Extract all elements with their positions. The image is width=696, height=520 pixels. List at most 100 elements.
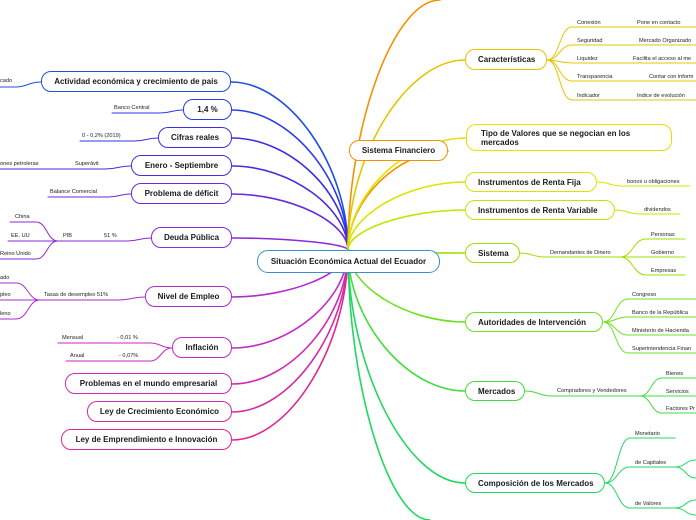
node-enero-septiembre[interactable]: Enero - Septiembre <box>131 155 232 176</box>
node-nivel-empleo[interactable]: Nivel de Empleo <box>145 286 232 307</box>
branch-line <box>347 249 431 520</box>
node-deuda-publica[interactable]: Deuda Pública <box>151 227 232 248</box>
detail-line <box>149 347 173 362</box>
node-inflacion[interactable]: Inflación <box>172 337 232 358</box>
detail-line <box>546 44 573 61</box>
detail-line <box>546 26 573 61</box>
node-ley-crecimiento[interactable]: Ley de Crecimiento Económico <box>87 401 232 422</box>
detail-label: Tasas de desempleo 51% <box>44 292 109 298</box>
node-label: Sistema Financiero <box>361 146 436 155</box>
detail-label: Reino Unido <box>0 251 31 257</box>
detail-line <box>159 109 184 114</box>
detail-line <box>15 299 41 320</box>
node-renta-fija[interactable]: Instrumentos de Renta Fija <box>465 172 597 192</box>
detail-line <box>14 81 42 88</box>
node-label: Cifras reales <box>170 133 220 142</box>
detail-line <box>604 466 631 484</box>
detail-label: PIB <box>63 233 73 239</box>
detail-line <box>107 193 132 198</box>
detail-line <box>35 240 59 260</box>
detail-label: Seguridad <box>577 38 603 44</box>
detail-label: Servicios <box>666 389 689 395</box>
branch-line <box>347 59 466 251</box>
detail-line <box>614 209 641 215</box>
detail-label: Mensual <box>62 335 84 341</box>
detail-label: cado <box>0 78 13 84</box>
node-label: 1,4 % <box>197 105 218 114</box>
detail-label: - 0,01 % <box>117 335 138 341</box>
central-topic[interactable]: Situación Económica Actual del Ecuador <box>257 250 440 273</box>
detail-label: Factores Pr <box>666 406 695 412</box>
detail-line <box>133 137 159 142</box>
node-label: Problema de déficit <box>144 189 219 198</box>
node-autoridades[interactable]: Autoridades de Intervención <box>465 312 603 332</box>
detail-line <box>15 282 41 301</box>
detail-label: Anual <box>70 353 85 359</box>
detail-label: Ministerio de Hacienda <box>632 328 689 334</box>
node-composicion[interactable]: Composición de los Mercados <box>465 473 605 493</box>
detail-line <box>639 395 663 414</box>
detail-label: Mercado Organizado <box>639 38 692 44</box>
branch-line <box>347 249 466 484</box>
node-ley-emprendimiento[interactable]: Ley de Emprendimiento e Innovación <box>61 429 232 450</box>
node-actividad-economica[interactable]: Actividad económica y crecimiento de paí… <box>41 71 231 92</box>
detail-label: Facilita el acceso al me <box>633 56 692 62</box>
node-label: Autoridades de Intervención <box>478 317 587 327</box>
detail-line <box>619 238 647 258</box>
branch-line <box>347 0 441 251</box>
detail-line <box>519 252 546 258</box>
node-label: Tipo de Valores que se negocian en los m… <box>481 128 631 147</box>
node-label: Problemas en el mundo empresarial <box>79 379 218 388</box>
branch-line <box>347 137 467 251</box>
detail-label: Superintendencia Finan <box>632 346 692 352</box>
detail-line <box>546 59 573 101</box>
detail-label: dividendos <box>644 207 671 213</box>
node-problemas-empresarial[interactable]: Problemas en el mundo empresarial <box>65 373 232 394</box>
detail-line <box>104 165 132 170</box>
detail-line <box>602 321 629 354</box>
detail-label: de Capitales <box>635 460 667 466</box>
node-cifras-reales[interactable]: Cifras reales <box>158 127 232 148</box>
detail-line <box>602 298 629 323</box>
detail-label: Bienes <box>666 371 684 377</box>
node-label: Mercados <box>478 386 516 396</box>
detail-line <box>639 377 663 397</box>
detail-line <box>126 237 152 242</box>
node-sistema-financiero[interactable]: Sistema Financiero <box>349 140 448 161</box>
detail-line <box>596 181 623 187</box>
central-topic-label: Situación Económica Actual del Ecuador <box>270 257 427 266</box>
node-tipo-valores[interactable]: Tipo de Valores que se negocian en los m… <box>466 124 672 151</box>
detail-line <box>524 390 553 397</box>
branch-line <box>231 237 349 251</box>
detail-label: Balance Comercial <box>50 189 97 195</box>
node-label: Composición de los Mercados <box>478 478 594 488</box>
detail-label: Empresas <box>651 268 677 274</box>
branch-line <box>230 81 349 251</box>
node-label: Instrumentos de Renta Fija <box>478 177 581 187</box>
detail-line <box>35 221 59 242</box>
node-sistema[interactable]: Sistema <box>465 243 520 263</box>
node-problema-deficit[interactable]: Problema de déficit <box>131 183 232 204</box>
detail-label: Indice de evolución <box>637 93 685 99</box>
branch-line <box>347 209 466 251</box>
detail-label: Conexión <box>577 20 601 26</box>
detail-line <box>149 342 173 349</box>
detail-label: EE. UU <box>11 233 30 239</box>
node-label: Actividad económica y crecimiento de paí… <box>54 77 218 86</box>
detail-line <box>674 507 696 516</box>
detail-line <box>604 482 631 509</box>
detail-label: China <box>15 214 30 220</box>
branch-line <box>231 249 349 441</box>
node-1-4-percent[interactable]: 1,4 % <box>183 99 232 120</box>
detail-label: ado <box>0 275 10 281</box>
detail-label: 51 % <box>104 233 117 239</box>
branch-line <box>231 249 349 413</box>
node-label: Nivel de Empleo <box>157 292 220 301</box>
detail-label: Demandantes de Dinero <box>550 250 611 256</box>
node-label: Características <box>478 55 536 64</box>
node-caracteristicas[interactable]: Características <box>465 49 547 70</box>
node-mercados[interactable]: Mercados <box>465 381 525 401</box>
detail-line <box>674 466 696 479</box>
node-renta-variable[interactable]: Instrumentos de Renta Variable <box>465 200 615 220</box>
